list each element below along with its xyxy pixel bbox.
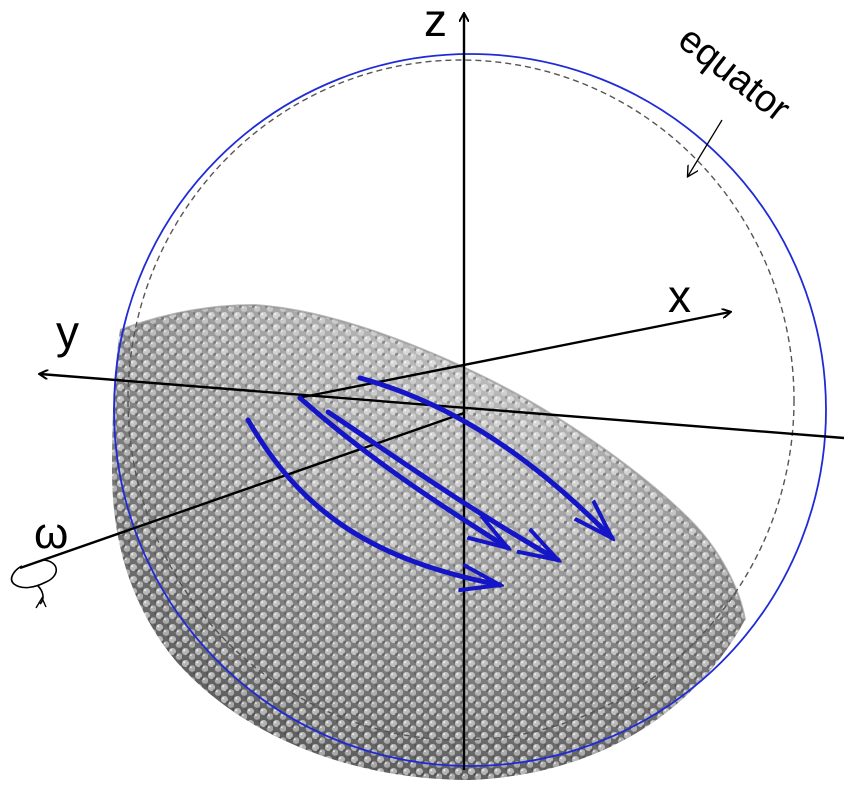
y-axis-label: y	[56, 306, 79, 358]
x-axis-label: x	[668, 270, 691, 322]
omega-label: ω	[34, 509, 68, 558]
rotation-indicator	[10, 559, 58, 609]
coordinate-axes	[19, 14, 844, 770]
flow-arrow-3	[297, 395, 508, 548]
rotation-axis-line	[19, 411, 465, 570]
equator-pointer	[688, 119, 723, 176]
flow-arrow-4	[245, 417, 500, 585]
equator-label: equator	[670, 18, 798, 131]
z-axis-label: z	[424, 0, 447, 46]
flow-arrow-2	[325, 409, 558, 560]
flow-arrows	[245, 375, 612, 585]
x-axis-line	[297, 312, 730, 400]
sphere-outline	[113, 53, 827, 767]
flow-arrow-1	[357, 375, 612, 538]
rotation-arrow-icon	[10, 559, 58, 605]
y-axis-line	[40, 374, 844, 440]
equator-line	[127, 59, 795, 741]
